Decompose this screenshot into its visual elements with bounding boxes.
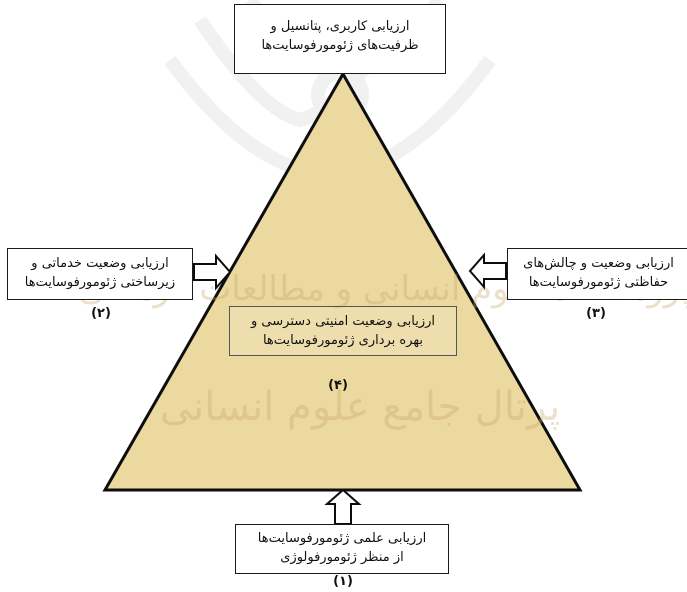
left-box: ارزیابی وضعیت خدماتی و زیرساختی ژئومورفو…: [7, 248, 193, 300]
center-box-number: (۴): [328, 378, 348, 393]
left-box-line2: زیرساختی ژئومورفوسایت‌ها: [24, 275, 176, 290]
right-arrow-icon: [468, 252, 507, 290]
bottom-box-line2: از منظر ژئومورفولوژی: [280, 550, 404, 565]
left-arrow-icon: [193, 253, 232, 291]
watermark-text-2: پرتال جامع علوم انسانی: [160, 384, 561, 430]
right-box-line2: حفاظتی ژئومورفوسایت‌ها: [528, 275, 669, 290]
bottom-box: ارزیابی علمی ژئومورفوسایت‌ها از منظر ژئو…: [235, 524, 449, 574]
bottom-arrow-icon: [324, 488, 362, 525]
center-box: ارزیابی وضعیت امنیتی دسترسی و بهره بردار…: [229, 306, 457, 356]
top-box: ارزیابی کاربری، پتانسیل و ظرفیت‌های ژئوم…: [234, 4, 446, 74]
bottom-box-line1: ارزیابی علمی ژئومورفوسایت‌ها: [257, 531, 427, 546]
top-box-line2: ظرفیت‌های ژئومورفوسایت‌ها: [261, 38, 419, 53]
center-box-line2: بهره برداری ژئومورفوسایت‌ها: [262, 333, 424, 348]
left-box-number: (۲): [91, 306, 111, 321]
center-box-line1: ارزیابی وضعیت امنیتی دسترسی و: [251, 314, 435, 329]
right-box-number: (۳): [586, 306, 606, 321]
right-box-line1: ارزیابی وضعیت و چالش‌های: [523, 256, 674, 271]
left-box-line1: ارزیابی وضعیت خدماتی و: [31, 256, 169, 271]
right-box: ارزیابی وضعیت و چالش‌های حفاظتی ژئومورفو…: [507, 248, 687, 300]
bottom-box-number: (۱): [333, 574, 353, 589]
top-box-line1: ارزیابی کاربری، پتانسیل و: [270, 19, 410, 34]
